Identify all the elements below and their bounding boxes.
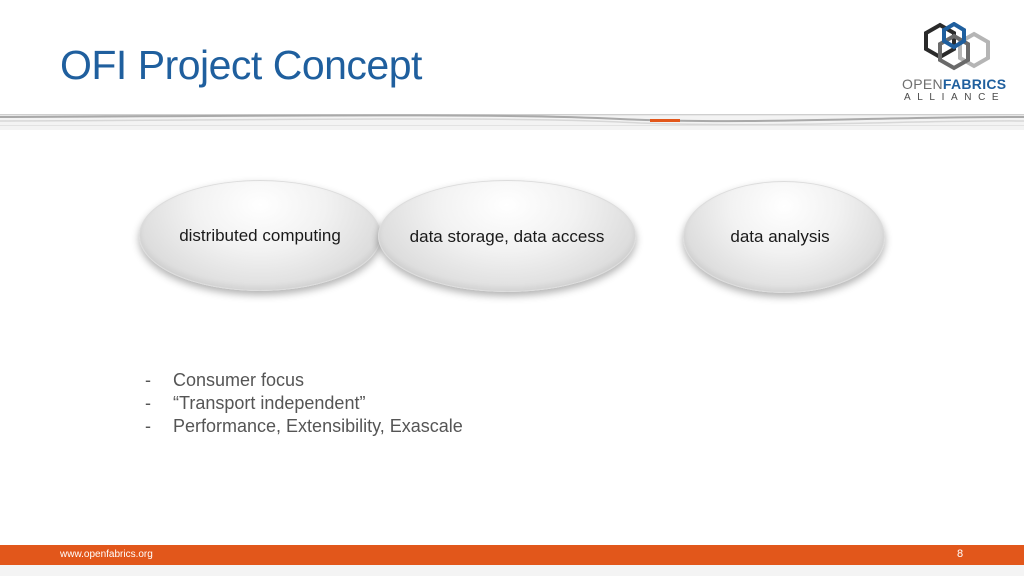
concept-label-data-analysis: data analysis: [730, 227, 830, 246]
concept-ellipse-data-storage: [378, 180, 636, 292]
concept-label-distributed-computing: distributed computing: [179, 226, 341, 245]
bullet-list: - Consumer focus - “Transport independen…: [145, 369, 463, 438]
concept-label-data-storage: data storage, data access: [409, 227, 605, 246]
page-number: 8: [957, 548, 964, 560]
footer-url: www.openfabrics.org: [60, 549, 153, 560]
bullet-marker: -: [145, 393, 151, 413]
openfabrics-logo: OPENFABRICS ALLIANCE: [896, 22, 1020, 106]
logo-wordmark: OPENFABRICS: [902, 76, 1006, 92]
footer-bar: www.openfabrics.org 8: [0, 545, 1024, 565]
footer-bottom-strip: [0, 565, 1024, 576]
header-divider: [0, 114, 1024, 130]
bullet-marker: -: [145, 370, 151, 390]
logo-word-open: OPEN: [902, 76, 943, 92]
bullet-marker: -: [145, 416, 151, 436]
concept-ellipse-distributed-computing: [139, 180, 381, 291]
concept-ellipse-data-analysis: [683, 181, 885, 293]
bullet-item: - Performance, Extensibility, Exascale: [145, 415, 463, 438]
hexagon-logo-icon: [924, 22, 990, 71]
bullet-text: Consumer focus: [173, 370, 305, 390]
slide-title: OFI Project Concept: [60, 42, 422, 88]
bullet-text: Performance, Extensibility, Exascale: [173, 416, 463, 436]
logo-subtitle: ALLIANCE: [904, 92, 1006, 103]
bullet-item: - “Transport independent”: [145, 392, 463, 415]
logo-word-fabrics: FABRICS: [942, 76, 1007, 92]
bullet-item: - Consumer focus: [145, 369, 463, 392]
bullet-text: “Transport independent”: [173, 393, 366, 413]
